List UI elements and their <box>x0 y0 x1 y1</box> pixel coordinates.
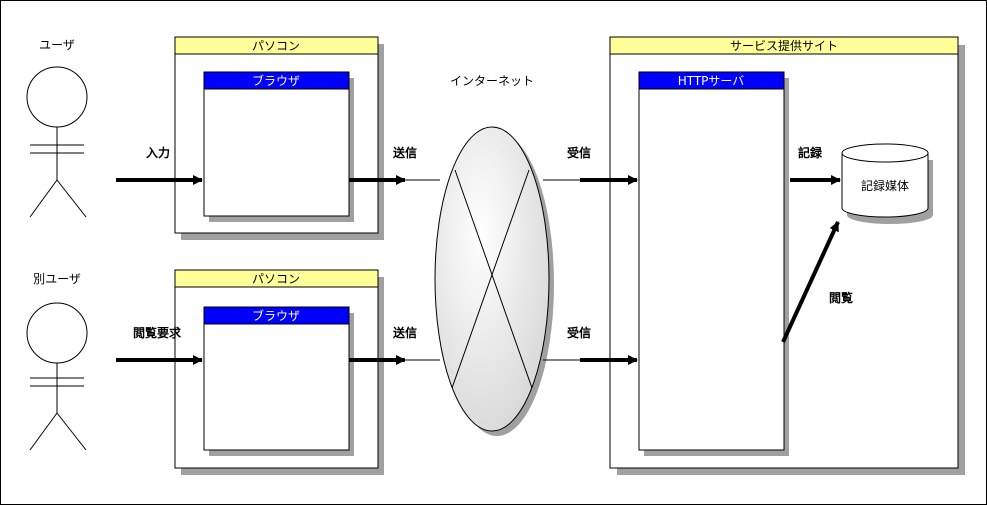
label-send-top: 送信 <box>392 145 417 160</box>
pc-bottom-box: パソコン ブラウザ <box>174 269 384 475</box>
other-user-actor: 別ユーザ <box>26 272 88 451</box>
pc-top-browser-title: ブラウザ <box>252 73 300 88</box>
http-server-title: HTTPサーバ <box>678 74 745 88</box>
pc-top-box: パソコン ブラウザ <box>174 36 384 240</box>
user-actor: ユーザ <box>26 38 88 218</box>
arrow-browse <box>781 221 840 343</box>
other-user-head <box>26 302 88 364</box>
other-user-label: 別ユーザ <box>33 272 81 286</box>
pc-bottom-title: パソコン <box>252 272 300 286</box>
label-browse: 閲覧 <box>829 290 853 305</box>
storage-label: 記録媒体 <box>861 178 909 193</box>
internet-label: インターネット <box>450 74 534 88</box>
label-receive-bottom: 受信 <box>567 325 591 340</box>
storage-cylinder: 記録媒体 <box>841 143 933 224</box>
site-title: サービス提供サイト <box>730 38 838 53</box>
service-site-box: サービス提供サイト HTTPサーバ <box>609 36 965 475</box>
pc-bottom-browser-title: ブラウザ <box>252 308 300 323</box>
user-label: ユーザ <box>39 38 75 52</box>
internet-cloud: インターネット <box>434 74 554 436</box>
label-record: 記録 <box>798 145 823 160</box>
pc-top-title: パソコン <box>252 39 300 53</box>
label-view-request: 閲覧要求 <box>133 325 182 340</box>
user-head <box>26 66 88 128</box>
label-receive-top: 受信 <box>567 145 591 160</box>
label-send-bottom: 送信 <box>392 325 417 340</box>
label-input: 入力 <box>146 145 170 160</box>
